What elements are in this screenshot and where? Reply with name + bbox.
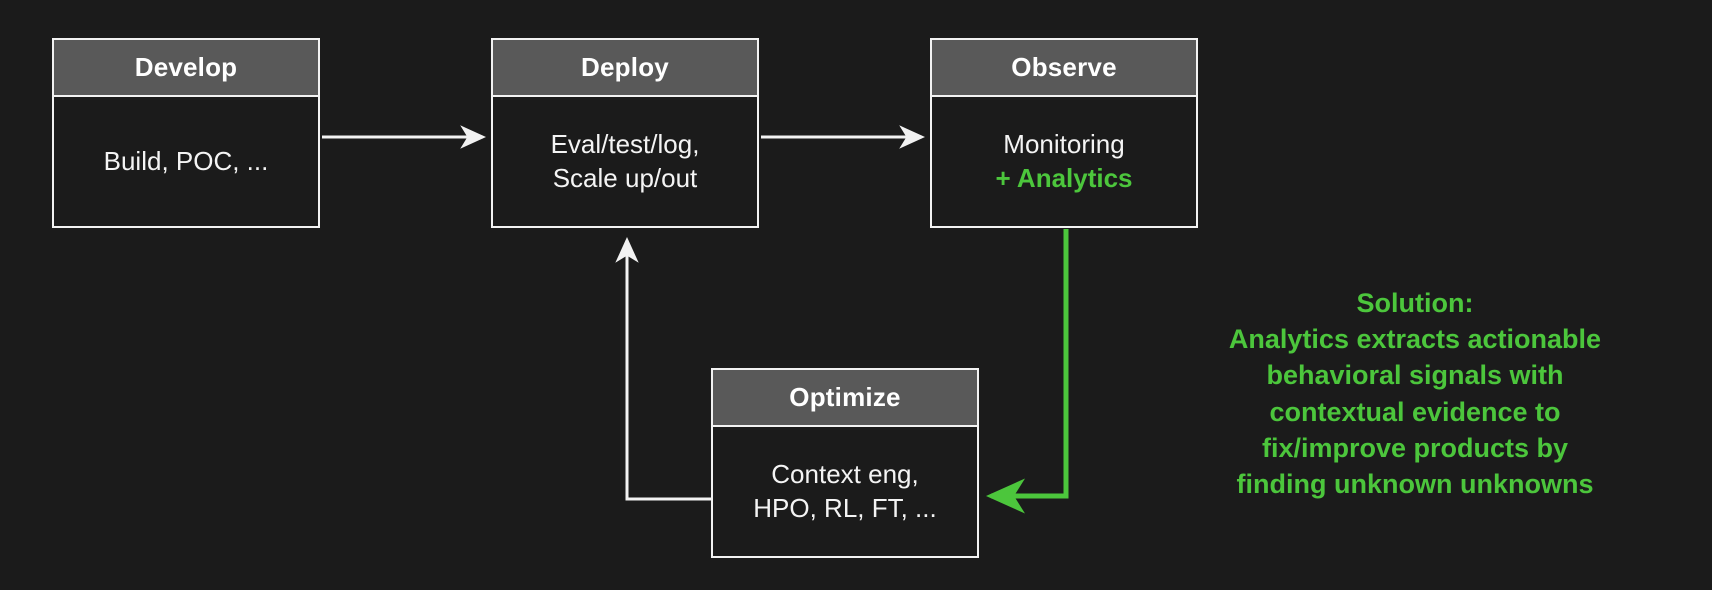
node-observe-title: Observe [932, 40, 1196, 97]
node-deploy-line-2: Scale up/out [552, 162, 698, 193]
solution-note-line-1: Analytics extracts actionable [1228, 324, 1602, 355]
node-develop-line-1: Build, POC, ... [103, 145, 269, 176]
node-optimize-line-2: HPO, RL, FT, ... [753, 492, 937, 523]
node-optimize-line-1: Context eng, [771, 459, 919, 490]
solution-note-line-3: contextual evidence to [1269, 396, 1561, 427]
solution-note-line-4: fix/improve products by [1261, 432, 1569, 463]
node-observe[interactable]: Observe Monitoring + Analytics [930, 38, 1198, 228]
node-optimize-body: Context eng, HPO, RL, FT, ... [713, 427, 977, 556]
node-observe-body: Monitoring + Analytics [932, 97, 1196, 226]
node-optimize-title: Optimize [713, 370, 977, 427]
node-observe-accent-line: + Analytics [995, 162, 1133, 193]
node-observe-line-1: Monitoring [1003, 129, 1125, 160]
solution-note-line-5: finding unknown unknowns [1236, 468, 1594, 499]
solution-note-line-2: behavioral signals with [1266, 360, 1564, 391]
node-develop-title: Develop [54, 40, 318, 97]
edge-optimize-to-deploy [615, 236, 711, 501]
node-deploy-line-1: Eval/test/log, [550, 129, 700, 160]
node-optimize[interactable]: Optimize Context eng, HPO, RL, FT, ... [711, 368, 979, 558]
solution-note: Solution: Analytics extracts actionable … [1150, 285, 1680, 502]
node-deploy[interactable]: Deploy Eval/test/log, Scale up/out [491, 38, 759, 228]
solution-note-heading: Solution: [1356, 288, 1474, 318]
node-deploy-title: Deploy [493, 40, 757, 97]
node-deploy-body: Eval/test/log, Scale up/out [493, 97, 757, 226]
node-develop-body: Build, POC, ... [54, 97, 318, 226]
node-develop[interactable]: Develop Build, POC, ... [52, 38, 320, 228]
edge-observe-to-optimize [986, 229, 1069, 514]
